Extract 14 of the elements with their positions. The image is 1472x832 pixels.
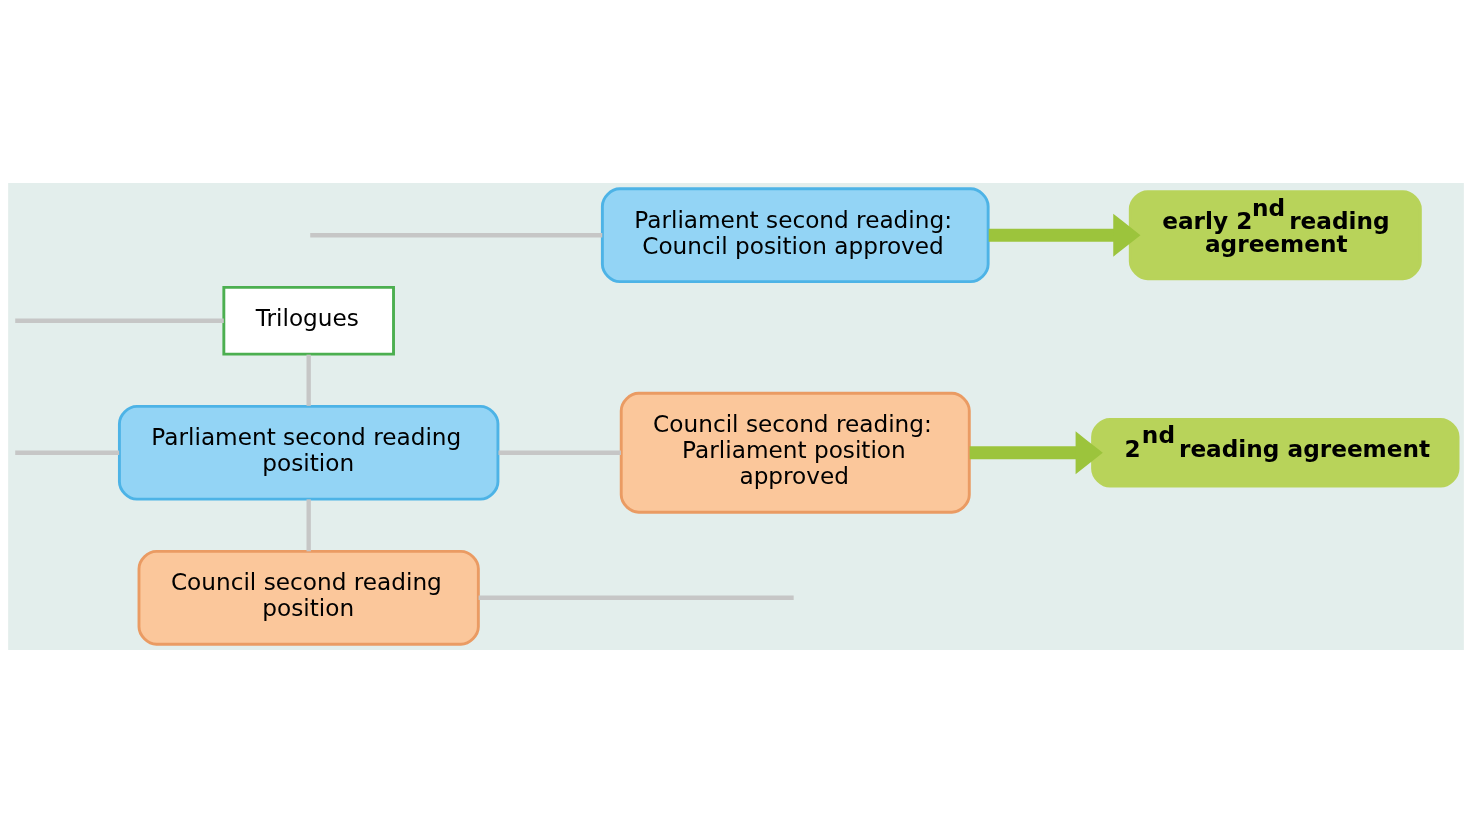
node-box: Trilogues bbox=[222, 285, 395, 356]
node-box: Parliament second reading: Council position approved bbox=[600, 186, 990, 283]
arrow bbox=[988, 213, 1141, 257]
connector bbox=[306, 354, 311, 406]
connector bbox=[306, 498, 311, 551]
connector bbox=[498, 450, 621, 455]
connector bbox=[15, 450, 120, 455]
arrow bbox=[969, 430, 1103, 474]
node-box: Council second reading: Parliament position approved bbox=[619, 391, 971, 514]
connector bbox=[478, 595, 794, 600]
connector bbox=[310, 232, 603, 237]
node-box: Council second reading position bbox=[137, 549, 480, 646]
connector bbox=[15, 318, 224, 323]
node-box: Parliament second reading position bbox=[117, 404, 500, 501]
